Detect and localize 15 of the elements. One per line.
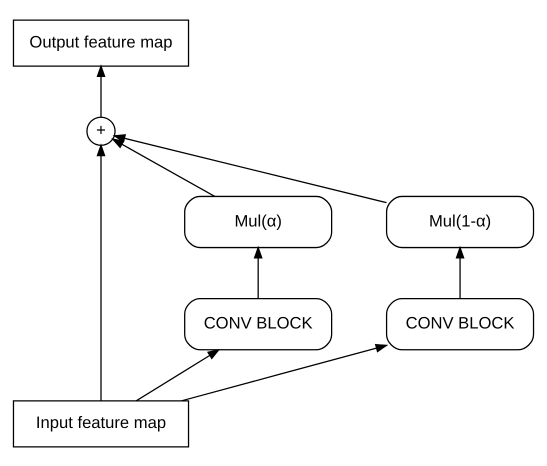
- arrow: [181, 343, 388, 401]
- node-box: CONV BLOCK: [184, 298, 332, 350]
- arrow: [96, 64, 106, 116]
- arrow: [136, 348, 220, 401]
- arrow: [456, 245, 465, 298]
- arrow: [96, 142, 106, 400]
- arrow: [111, 138, 216, 196]
- node-box: CONV BLOCK: [386, 298, 534, 350]
- arrow: [254, 245, 263, 298]
- node-box: Output feature map: [12, 18, 190, 66]
- node-circle: +: [86, 116, 116, 146]
- node-box: Mul(1-α): [386, 195, 534, 248]
- arrow: [112, 134, 387, 203]
- node-box: Mul(α): [184, 195, 332, 248]
- node-box: Input feature map: [12, 400, 190, 448]
